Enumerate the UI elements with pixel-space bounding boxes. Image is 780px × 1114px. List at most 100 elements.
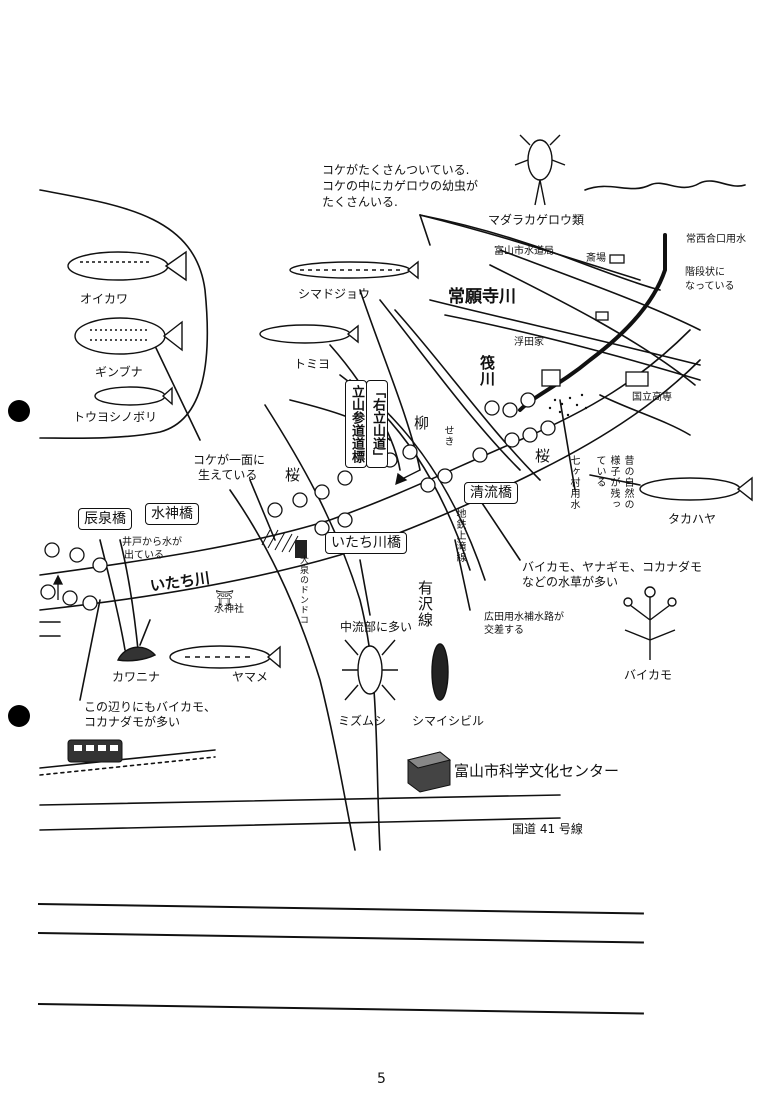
oikawa-fish bbox=[67, 250, 187, 282]
moss-hatch bbox=[261, 529, 299, 553]
kousen-road bbox=[599, 394, 691, 436]
itachi-river-bank-south bbox=[39, 359, 701, 611]
shichika-canal-label: 七ヶ村用水 bbox=[568, 455, 579, 510]
moss-note-line-3: たくさんいる. bbox=[322, 195, 398, 209]
saiba-label: 斎場 bbox=[586, 253, 606, 264]
science-center-label: 富山市科学文化センター bbox=[454, 762, 620, 780]
midstream-note: 中流部に多い bbox=[340, 620, 413, 634]
building-kousen bbox=[625, 371, 649, 387]
moss-note-line-2: コケの中にカゲロウの幼虫が bbox=[322, 179, 479, 193]
jouganji-bank-1 bbox=[429, 299, 701, 366]
shimaishibiru-leech bbox=[431, 643, 449, 701]
leader-moss bbox=[419, 214, 431, 246]
train-icon bbox=[67, 739, 123, 763]
building-saiba bbox=[609, 254, 625, 264]
building-ukita-house bbox=[541, 369, 561, 387]
railway-ties bbox=[39, 756, 216, 776]
jouganji-road bbox=[489, 264, 696, 386]
moss-road bbox=[419, 214, 661, 291]
tokonishi-canal-label: 常西合口用水 bbox=[686, 234, 746, 245]
sakura-label-east: 桜 bbox=[535, 447, 551, 465]
binder-hole-bottom bbox=[8, 705, 30, 727]
suijin-shrine-label: 水神社 bbox=[214, 604, 244, 615]
tree-symbols bbox=[40, 392, 556, 611]
touyoshinobori-label: トウヨシノボリ bbox=[73, 410, 158, 424]
leader-takahaya bbox=[589, 474, 641, 486]
itachi-river-bank-north bbox=[39, 329, 691, 576]
tomiyo-label: トミヨ bbox=[294, 357, 331, 371]
yamame-label: ヤマメ bbox=[232, 670, 269, 684]
shimadojou-label: シマドジョウ bbox=[298, 287, 371, 301]
flow-arrowhead-left bbox=[52, 574, 64, 585]
route41-south bbox=[39, 817, 561, 831]
ooizumi-dondoko-label: 大泉のドンドコ bbox=[298, 555, 308, 625]
mountain-silhouette bbox=[584, 180, 746, 191]
tateyama-sign-line-1: 立山参道道標 bbox=[349, 385, 364, 463]
hirota-note-1: 広田用水補水路が bbox=[484, 612, 564, 623]
touyoshinobori-fish bbox=[94, 386, 173, 406]
flow-arrowhead-mid bbox=[395, 472, 408, 486]
shimaishibiru-label: シマイシビル bbox=[412, 714, 485, 728]
shichika-canal bbox=[559, 399, 576, 491]
water-bureau-label: 富山市水道局 bbox=[494, 246, 554, 257]
moss-face-note-2: 生えている bbox=[198, 468, 258, 482]
upper-street bbox=[499, 249, 701, 331]
well-note-2: 出ている bbox=[124, 550, 164, 561]
here-note-1: この辺りにもバイカモ、 bbox=[84, 700, 217, 714]
left-road-2 bbox=[119, 539, 139, 651]
fish-bubble-outline bbox=[39, 189, 209, 440]
stipple-patch bbox=[548, 393, 588, 417]
upper-road bbox=[419, 214, 641, 281]
leader-hirota bbox=[454, 539, 471, 611]
left-road-1 bbox=[99, 539, 126, 651]
ukita-house-label: 浮田家 bbox=[514, 337, 544, 348]
kokuritsu-kousen-label: 国立高専 bbox=[632, 392, 672, 403]
oikawa-label: オイカワ bbox=[80, 292, 129, 306]
sakura-label-west: 桜 bbox=[285, 466, 301, 484]
jouganji-river-label: 常願寺川 bbox=[448, 287, 516, 307]
mizumushi-bug bbox=[342, 639, 398, 701]
leader-plants bbox=[479, 499, 521, 561]
here-note-2: コカナダモが多い bbox=[84, 715, 181, 729]
shimadojou-fish bbox=[289, 260, 419, 280]
arisawa-road-1 bbox=[264, 404, 381, 851]
torii-icon: ⛩ bbox=[215, 589, 235, 607]
route41-label: 国道 41 号線 bbox=[512, 822, 583, 836]
stairs-note-1: 階段状に bbox=[685, 267, 725, 278]
madaragagerou-label: マダラカゲロウ類 bbox=[488, 213, 585, 227]
leader-midstream bbox=[359, 559, 371, 616]
chitetsu-line-label: 地鉄上滝線 bbox=[454, 508, 465, 563]
kawanina-label: カワニナ bbox=[112, 670, 161, 684]
plants-note-1: バイカモ、ヤナギモ、コカナダモ bbox=[522, 560, 703, 574]
science-center-icon bbox=[406, 751, 452, 793]
binder-hole-top bbox=[8, 400, 30, 422]
yamame-fish bbox=[169, 645, 281, 669]
leader-kawanina bbox=[139, 619, 151, 646]
road-ne bbox=[379, 299, 521, 471]
ikada-river-label: 筏川 bbox=[478, 355, 496, 387]
madaragagerou-mayfly bbox=[514, 134, 566, 206]
seki-label: せき bbox=[442, 425, 453, 447]
baikamo-label: バイカモ bbox=[624, 668, 673, 682]
mizumushi-label: ミズムシ bbox=[338, 714, 387, 728]
ginbuna-label: ギンブナ bbox=[95, 365, 143, 379]
baikamo-plant bbox=[623, 586, 677, 660]
takahaya-fish bbox=[639, 476, 753, 502]
railway-line bbox=[39, 749, 216, 769]
seiryu-bridge-label: 清流橋 bbox=[464, 482, 518, 504]
road-ne-2 bbox=[394, 309, 541, 481]
kawanina-snail bbox=[116, 646, 157, 662]
tatsumi-bridge-label: 辰泉橋 bbox=[78, 508, 132, 530]
hirota-note-2: 交差する bbox=[484, 625, 524, 636]
jouganji-bank-2 bbox=[444, 314, 701, 381]
dondoko-block bbox=[295, 540, 307, 558]
yanagi-label: 柳 bbox=[414, 414, 430, 432]
moss-face-note-1: コケが一面に bbox=[193, 453, 266, 467]
stairs-note-2: なっている bbox=[685, 281, 735, 292]
tomiyo-fish bbox=[259, 324, 359, 344]
leader-moss-face bbox=[249, 479, 276, 541]
itachi-bridge-label: いたち川橋 bbox=[325, 532, 407, 554]
moss-note-line-1: コケがたくさんついている. bbox=[322, 163, 470, 177]
tateyama-sign-box: 立山参道道標 bbox=[345, 380, 367, 468]
